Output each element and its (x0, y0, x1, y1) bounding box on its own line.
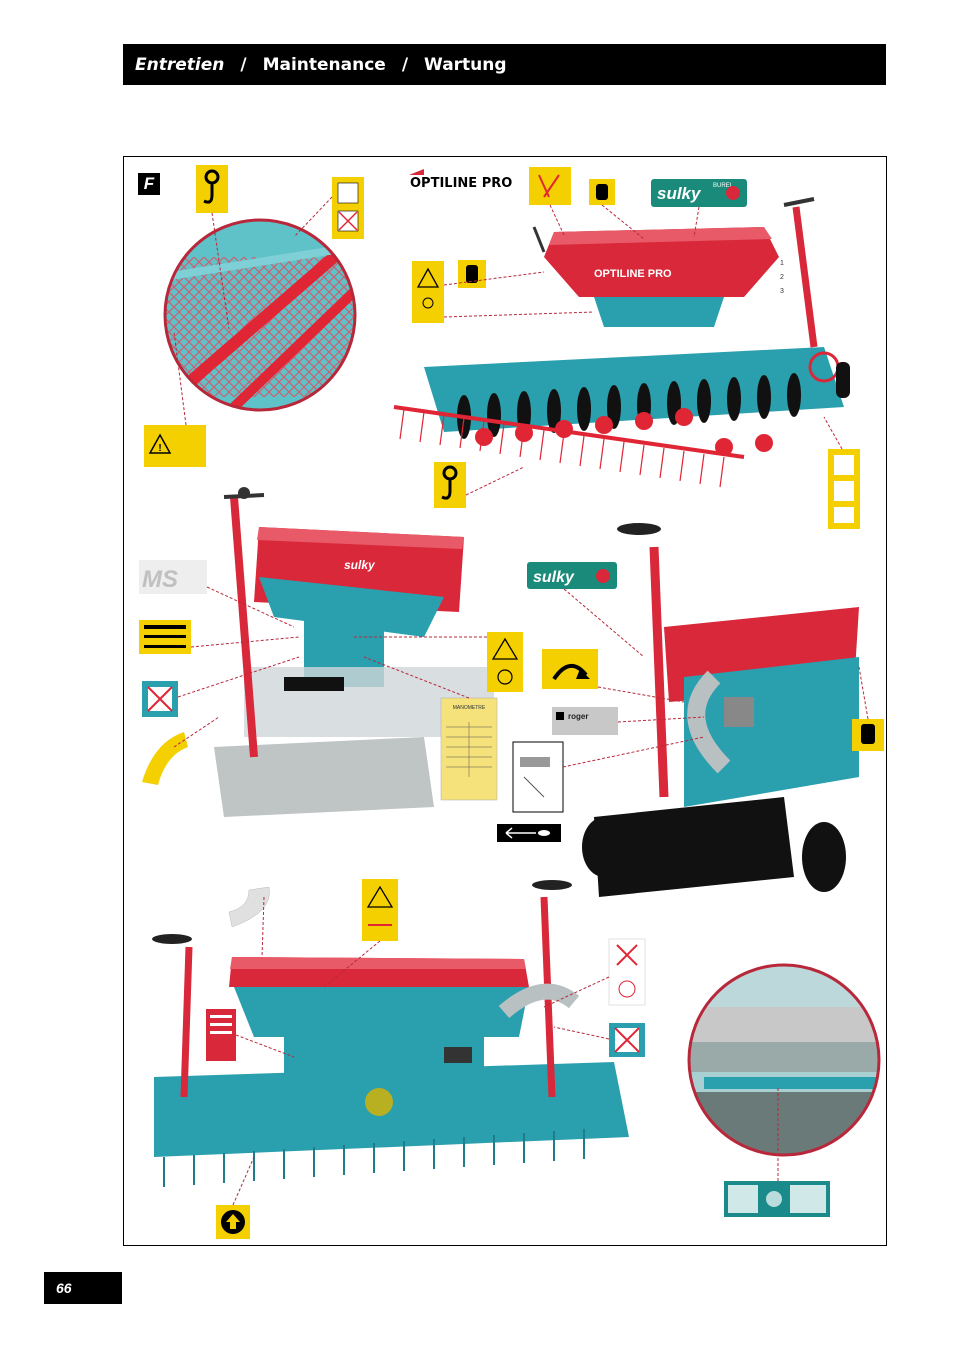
manometer-plate: MANOMETRE (440, 697, 498, 801)
glove-sticker-icon (589, 179, 615, 205)
title-fr: Entretien (135, 54, 225, 75)
section-header: Entretien / Maintenance / Wartung (123, 44, 886, 85)
svg-text:sulky: sulky (657, 184, 702, 203)
hopper-brand: sulky (344, 558, 376, 572)
ms-logo: MS (139, 560, 207, 594)
svg-text:!: ! (158, 443, 161, 454)
svg-text:BUREL: BUREL (713, 183, 734, 189)
glove-sticker-icon (852, 719, 884, 751)
warning-sticker-icon (332, 177, 364, 239)
svg-text:MANOMETRE: MANOMETRE (453, 705, 486, 711)
label-sticker-icon (139, 620, 191, 654)
roger-plate: roger (552, 707, 618, 735)
left-machine: sulky (214, 487, 494, 817)
instruction-sticker-icon (828, 449, 860, 529)
sulky-logo-middle: sulky (527, 562, 617, 589)
optiline-pro-logo: OPTILINE PRO (409, 169, 512, 191)
instruction-diagram-icon (512, 741, 564, 813)
title-de: Wartung (424, 54, 507, 75)
rotation-arrow-icon (542, 649, 598, 689)
no-access-sticker-icon (609, 1023, 645, 1057)
page-number: 66 (44, 1272, 122, 1304)
prohibition-sticker-icon (608, 938, 646, 1006)
up-arrow-icon (216, 1205, 250, 1239)
no-access-sticker-icon (142, 681, 178, 717)
title-separator: / (240, 54, 247, 75)
glove-sticker-icon (458, 260, 486, 288)
lifting-hook-icon (434, 462, 466, 508)
magnifier-bottom-right (687, 963, 881, 1157)
info-panel-sticker-icon (724, 1181, 830, 1217)
machine-illustration: ! OPTILINE PRO (139, 165, 884, 1239)
svg-text:2: 2 (780, 274, 784, 281)
title-separator: / (401, 54, 409, 75)
magnifier-top-left (163, 218, 357, 412)
bottom-machine (152, 880, 629, 1187)
pictogram-sticker-icon (529, 167, 571, 205)
sulky-logo-top: sulky BUREL (651, 179, 747, 207)
safety-sticker-icon (412, 261, 444, 323)
right-machine (582, 523, 859, 897)
top-machine: OPTILINE PRO (393, 197, 850, 488)
lifting-hook-icon (196, 165, 228, 213)
svg-text:OPTILINE PRO: OPTILINE PRO (410, 176, 512, 191)
warning-triangle-icon: ! (144, 425, 206, 467)
red-label-icon (206, 1009, 236, 1061)
scale-marks: 1 2 3 (780, 260, 784, 295)
figure-frame: ! OPTILINE PRO (123, 156, 887, 1246)
hopper-label: OPTILINE PRO (594, 268, 672, 280)
title-en: Maintenance (262, 54, 386, 75)
pto-warning-sticker-icon (487, 632, 523, 692)
curved-shield-icon (228, 886, 270, 928)
entanglement-warning-sticker-icon (362, 879, 398, 941)
gauge-icon (142, 732, 188, 785)
svg-text:MS: MS (142, 566, 178, 593)
svg-text:1: 1 (780, 260, 784, 267)
direction-arrow-icon (497, 824, 561, 842)
svg-text:sulky: sulky (533, 569, 575, 586)
svg-text:3: 3 (780, 288, 784, 295)
svg-text:roger: roger (568, 712, 588, 721)
figure-letter: F (138, 173, 160, 195)
